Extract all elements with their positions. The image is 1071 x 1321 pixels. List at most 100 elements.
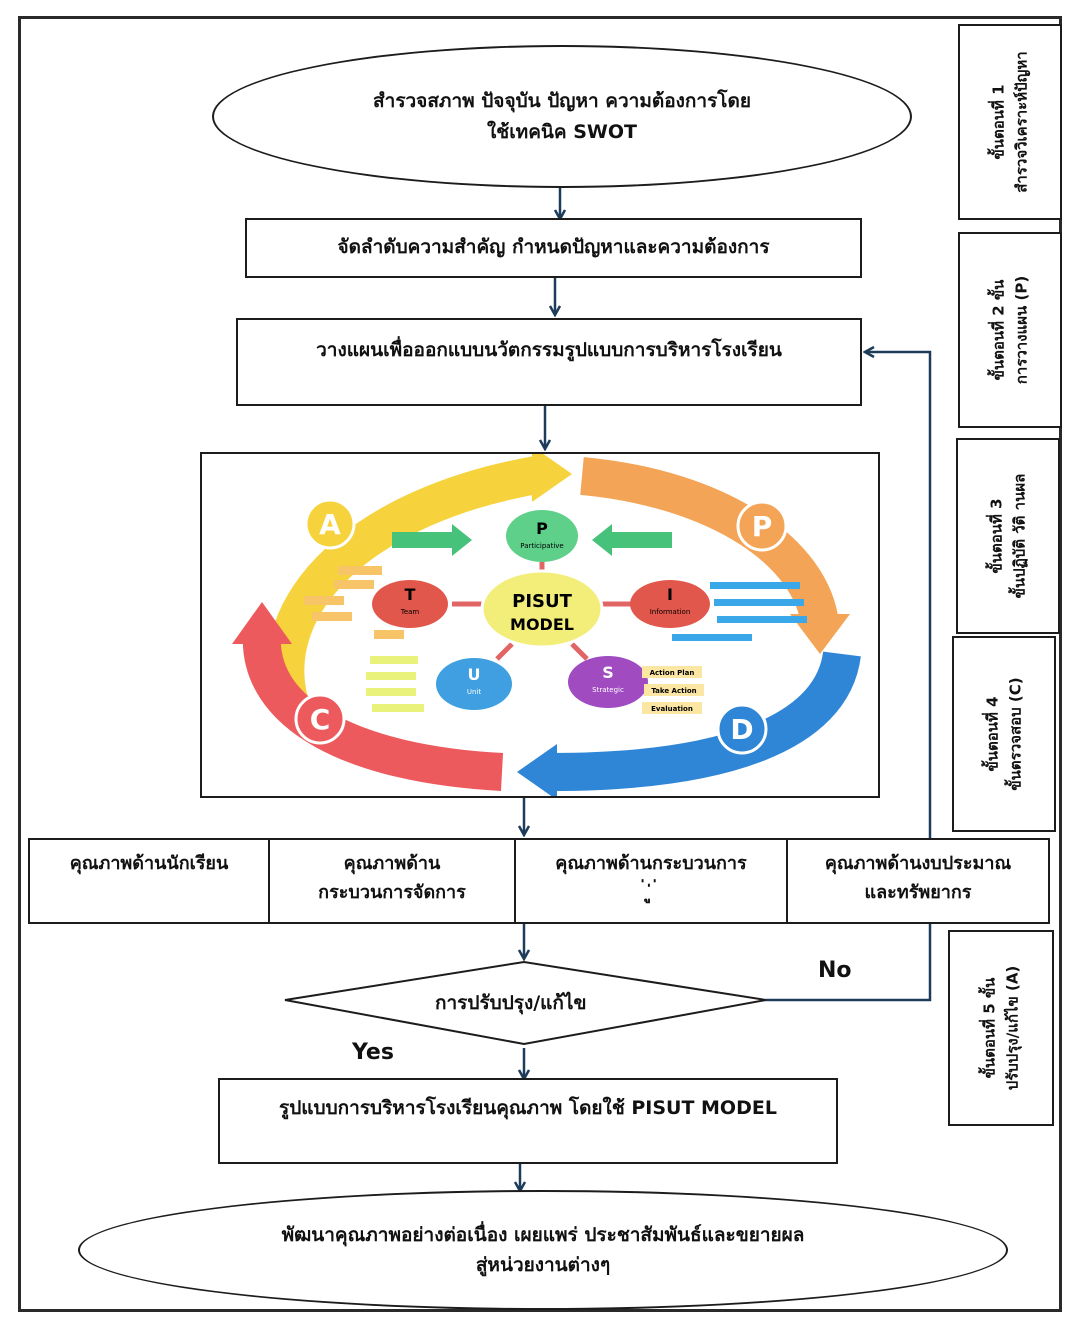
quality-cell-line2: กระบวนการจัดการ [318, 881, 466, 903]
quality-row: คุณภาพด้านนักเรียน คุณภาพด้าน กระบวนการจ… [28, 838, 1050, 924]
u-tag-4 [372, 704, 424, 712]
side-step-line1: ขั้นตอนที่ 2 ขั้น [989, 279, 1008, 381]
node-i [630, 580, 710, 628]
side-step-line1: ขั้นตอนที่ 1 [989, 84, 1008, 160]
t-tag-5 [338, 566, 382, 575]
end-text-line2: สู่หน่วยงานต่างๆ [475, 1254, 611, 1276]
node-s-sub: Strategic [592, 686, 624, 694]
pisut-cycle-figure: A P D C P Participative I Information T … [200, 452, 880, 798]
end-text-line1: พัฒนาคุณภาพอย่างต่อเนื่อง เผยแพร่ ประชาส… [281, 1223, 805, 1246]
prioritize-text: จัดลำดับความสำคัญ กำหนดปัญหาและความต้องก… [337, 236, 770, 259]
quality-cell-line1: คุณภาพด้าน [343, 853, 441, 874]
side-step-line2: ขั้นตรวจสอบ (C) [1006, 677, 1024, 791]
quality-cell-budget: คุณภาพด้านงบประมาณ และทรัพยากร [788, 840, 1048, 922]
arrow-no-loop [766, 352, 932, 1002]
s-tag-2: Take Action [651, 687, 696, 695]
model-box: รูปแบบการบริหารโรงเรียนคุณภาพ โดยใช้ PIS… [218, 1078, 838, 1164]
node-i-letter: I [667, 585, 673, 604]
t-tag-4 [374, 630, 404, 639]
node-s-letter: S [602, 663, 614, 682]
s-tag-1: Action Plan [650, 669, 695, 677]
decision-text: การปรับปรุง/แก้ไข [435, 992, 587, 1014]
side-step-line2: สำรวจวิเคราะห์ปัญหา [1012, 51, 1030, 193]
cycle-arrowhead-p [790, 614, 850, 654]
pisut-center-line1: PISUT [512, 591, 572, 612]
plan-box: วางแผนเพื่อออกแบบนวัตกรรมรูปแบบการบริหาร… [236, 318, 862, 406]
end-oval: พัฒนาคุณภาพอย่างต่อเนื่อง เผยแพร่ ประชาส… [78, 1190, 1008, 1310]
prioritize-box: จัดลำดับความสำคัญ กำหนดปัญหาและความต้องก… [245, 218, 862, 278]
i-tag-3 [717, 616, 807, 623]
decision-diamond [284, 960, 767, 1046]
quality-cell-line1: คุณภาพด้านกระบวนการ [555, 853, 747, 874]
t-tag-3 [312, 612, 352, 621]
node-p-sub: Participative [520, 542, 563, 550]
letter-p-badge [736, 500, 788, 552]
node-t [372, 580, 448, 628]
side-step-5: ขั้นตอนที่ 5 ขั้นปรับปรุง/แก้ไข (A) [948, 930, 1054, 1126]
s-tag-3: Evaluation [651, 705, 693, 713]
side-step-line1: ขั้นตอนที่ 4 [983, 696, 1002, 772]
spoke-u [495, 642, 514, 661]
yes-label: Yes [352, 1040, 394, 1065]
start-oval: สำรวจสภาพ ปัจจุบัน ปัญหา ความต้องการโดย … [212, 45, 912, 188]
cycle-arrowhead-a [532, 454, 572, 502]
t-tag-2 [304, 596, 344, 605]
node-i-sub: Information [650, 608, 691, 616]
side-step-line1: ขั้นตอนที่ 3 [987, 498, 1006, 574]
node-t-sub: Team [400, 608, 420, 616]
quality-cell-student: คุณภาพด้านนักเรียน [30, 840, 270, 922]
i-tag-4 [672, 634, 752, 641]
t-tag-1 [334, 580, 374, 589]
letter-a: A [319, 508, 341, 541]
side-step-2: ขั้นตอนที่ 2 ขั้นการวางแผน (P) [958, 232, 1062, 428]
side-step-line2: ปรับปรุง/แก้ไข (A) [1003, 965, 1021, 1091]
letter-p: P [752, 510, 773, 543]
side-step-line2: การวางแผน (P) [1012, 275, 1030, 385]
letter-d: D [730, 713, 753, 746]
i-tag-2 [714, 599, 804, 606]
node-t-letter: T [405, 585, 416, 604]
s-tag-3-bg [642, 702, 702, 714]
green-arrow-left [392, 524, 472, 556]
plan-text: วางแผนเพื่อออกแบบนวัตกรรมรูปแบบการบริหาร… [316, 339, 782, 361]
s-tag-2-bg [644, 684, 704, 696]
quality-cell-process: คุณภาพด้านกระบวนการ ่ ู่ ่ [516, 840, 788, 922]
letter-d-badge [716, 703, 768, 755]
node-s [568, 656, 648, 708]
model-text: รูปแบบการบริหารโรงเรียนคุณภาพ โดยใช้ PIS… [279, 1097, 777, 1119]
no-label: No [818, 958, 852, 983]
cycle-arrow-a [266, 455, 546, 710]
u-tag-3 [366, 688, 416, 696]
side-step-line2: ขั้นปฏิบัติ วัติ านผล [1010, 473, 1028, 599]
node-p-letter: P [536, 519, 548, 538]
quality-cell-line2: และทรัพยากร [864, 881, 972, 903]
u-tag-1 [370, 656, 418, 664]
node-u-sub: Unit [467, 688, 482, 696]
node-u [436, 658, 512, 710]
start-text-line2: ใช้เทคนิค SWOT [487, 120, 637, 143]
node-p [506, 510, 578, 562]
letter-c-badge [294, 693, 346, 745]
quality-cell-line1: คุณภาพด้านงบประมาณ [824, 853, 1012, 874]
pisut-center [480, 569, 604, 649]
cycle-arrowhead-c [232, 602, 292, 644]
letter-c: C [310, 703, 331, 736]
node-u-letter: U [468, 665, 481, 684]
start-text-line1: สำรวจสภาพ ปัจจุบัน ปัญหา ความต้องการโดย [373, 90, 751, 113]
cycle-arrowhead-d [517, 744, 557, 796]
s-tag-1-bg [642, 666, 702, 678]
quality-cell-line2: ่ ู่ ่ [644, 881, 658, 903]
letter-a-badge [304, 498, 356, 550]
i-tag-1 [710, 582, 800, 589]
u-tag-2 [366, 672, 416, 680]
spoke-s [570, 642, 589, 661]
diagram-frame [18, 16, 1062, 1312]
quality-cell-management: คุณภาพด้าน กระบวนการจัดการ [270, 840, 516, 922]
pisut-center-line2: MODEL [510, 615, 574, 634]
green-arrow-right [592, 524, 672, 556]
cycle-svg: A P D C P Participative I Information T … [232, 454, 861, 796]
